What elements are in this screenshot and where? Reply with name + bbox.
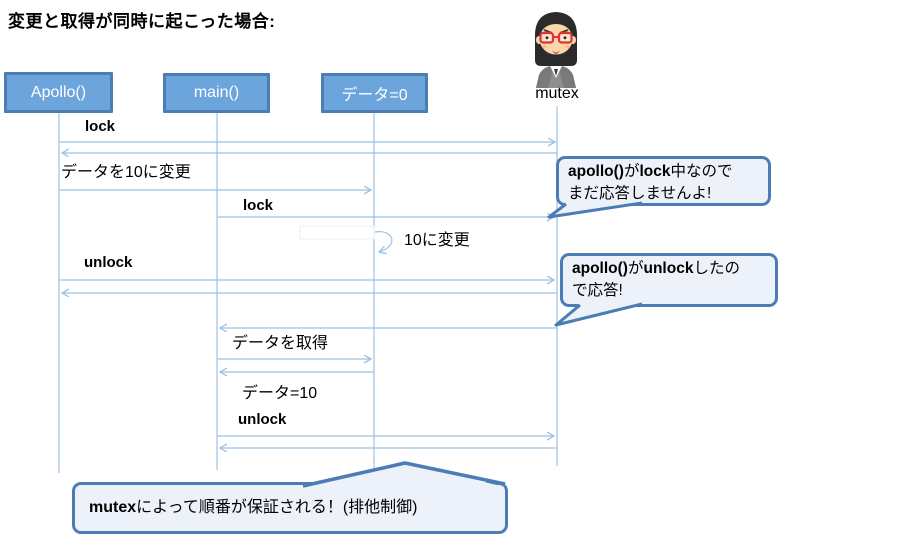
white-patch (299, 225, 375, 240)
callout-line: まだ応答しませんよ! (568, 185, 712, 202)
callout-text: lock (639, 163, 671, 180)
callout-mutex-guarantee: mutexによって順番が保証される！(排他制御) (72, 482, 508, 534)
page-title: 変更と取得が同時に起こった場合: (8, 12, 276, 31)
actor-label-main: main() (193, 84, 240, 101)
callout-tail (554, 302, 643, 327)
callout-line: apollo()がlock中なので (568, 161, 759, 183)
mutex-avatar-icon (534, 12, 578, 88)
message-label-lock-2: lock (243, 197, 274, 214)
self-arrow-change-data (374, 231, 393, 252)
callout-text: 中なので (670, 163, 733, 180)
actor-box-data: データ=0 (321, 73, 428, 113)
callout-line: で応答! (572, 282, 623, 299)
callout-text: apollo() (572, 260, 628, 277)
actor-label-data: データ=0 (341, 87, 408, 104)
message-label-self-change: 10に変更 (404, 232, 470, 249)
actor-label-apollo: Apollo() (30, 83, 87, 101)
message-label-data10: データ=10 (242, 385, 318, 402)
message-label-unlock-1: unlock (84, 254, 133, 271)
actor-box-apollo: Apollo() (4, 72, 113, 113)
callout-line: mutexによって順番が保証される！(排他制御) (89, 497, 418, 519)
message-label-get-data: データを取得 (232, 335, 329, 352)
callout-text: unlock (643, 260, 694, 277)
callout-lock-busy: apollo()がlock中なので まだ応答しませんよ! (556, 156, 771, 206)
callout-text: によって順番が保証される！(排他制御) (136, 499, 418, 516)
message-label-change10: データを10に変更 (61, 164, 191, 181)
callout-unlock-response: apollo()がunlockしたの で応答! (560, 253, 778, 307)
callout-text: が (627, 260, 644, 277)
message-label-lock-1: lock (85, 118, 116, 135)
actor-box-main: main() (163, 73, 270, 113)
callout-text: mutex (89, 499, 137, 516)
callout-line: apollo()がunlockしたの (572, 258, 766, 280)
callout-text: apollo() (568, 163, 624, 180)
actor-label-mutex: mutex (535, 85, 579, 102)
message-label-unlock-2: unlock (238, 411, 287, 428)
callout-text: が (623, 163, 640, 180)
callout-text: したの (693, 260, 740, 277)
